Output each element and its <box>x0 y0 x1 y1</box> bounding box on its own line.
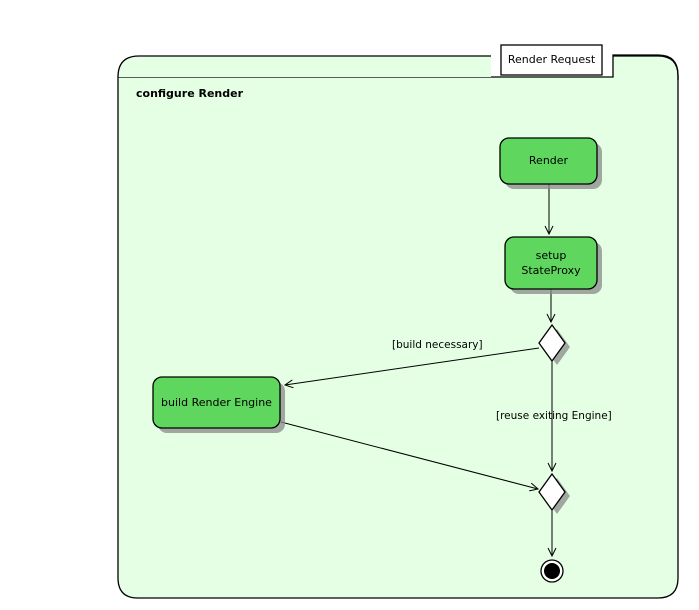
activity-node-setup-state-proxy[interactable] <box>504 236 602 294</box>
render-request-title-box <box>500 44 603 76</box>
activity-node-build-render-engine[interactable] <box>152 376 285 433</box>
edge-label-build-necessary-text: [build necessary] <box>392 339 483 351</box>
activity-node-render[interactable] <box>499 137 602 189</box>
partition-title-text: configure Render <box>136 87 244 100</box>
merge-node-1[interactable] <box>538 472 570 514</box>
activity-final-node[interactable] <box>540 559 564 583</box>
partition-title: configure Render <box>136 87 243 100</box>
edge-build-to-merge <box>280 421 540 492</box>
decision-node-1[interactable] <box>538 323 570 365</box>
edge-decision-to-build <box>283 347 540 389</box>
edge-label-reuse-exiting-engine-text: [reuse exiting Engine] <box>496 410 612 422</box>
activity-frame <box>117 54 679 599</box>
edges-layer <box>280 184 557 558</box>
edge-label-reuse-exiting-engine: [reuse exiting Engine] <box>496 410 612 422</box>
edge-label-build-necessary: [build necessary] <box>392 339 483 351</box>
